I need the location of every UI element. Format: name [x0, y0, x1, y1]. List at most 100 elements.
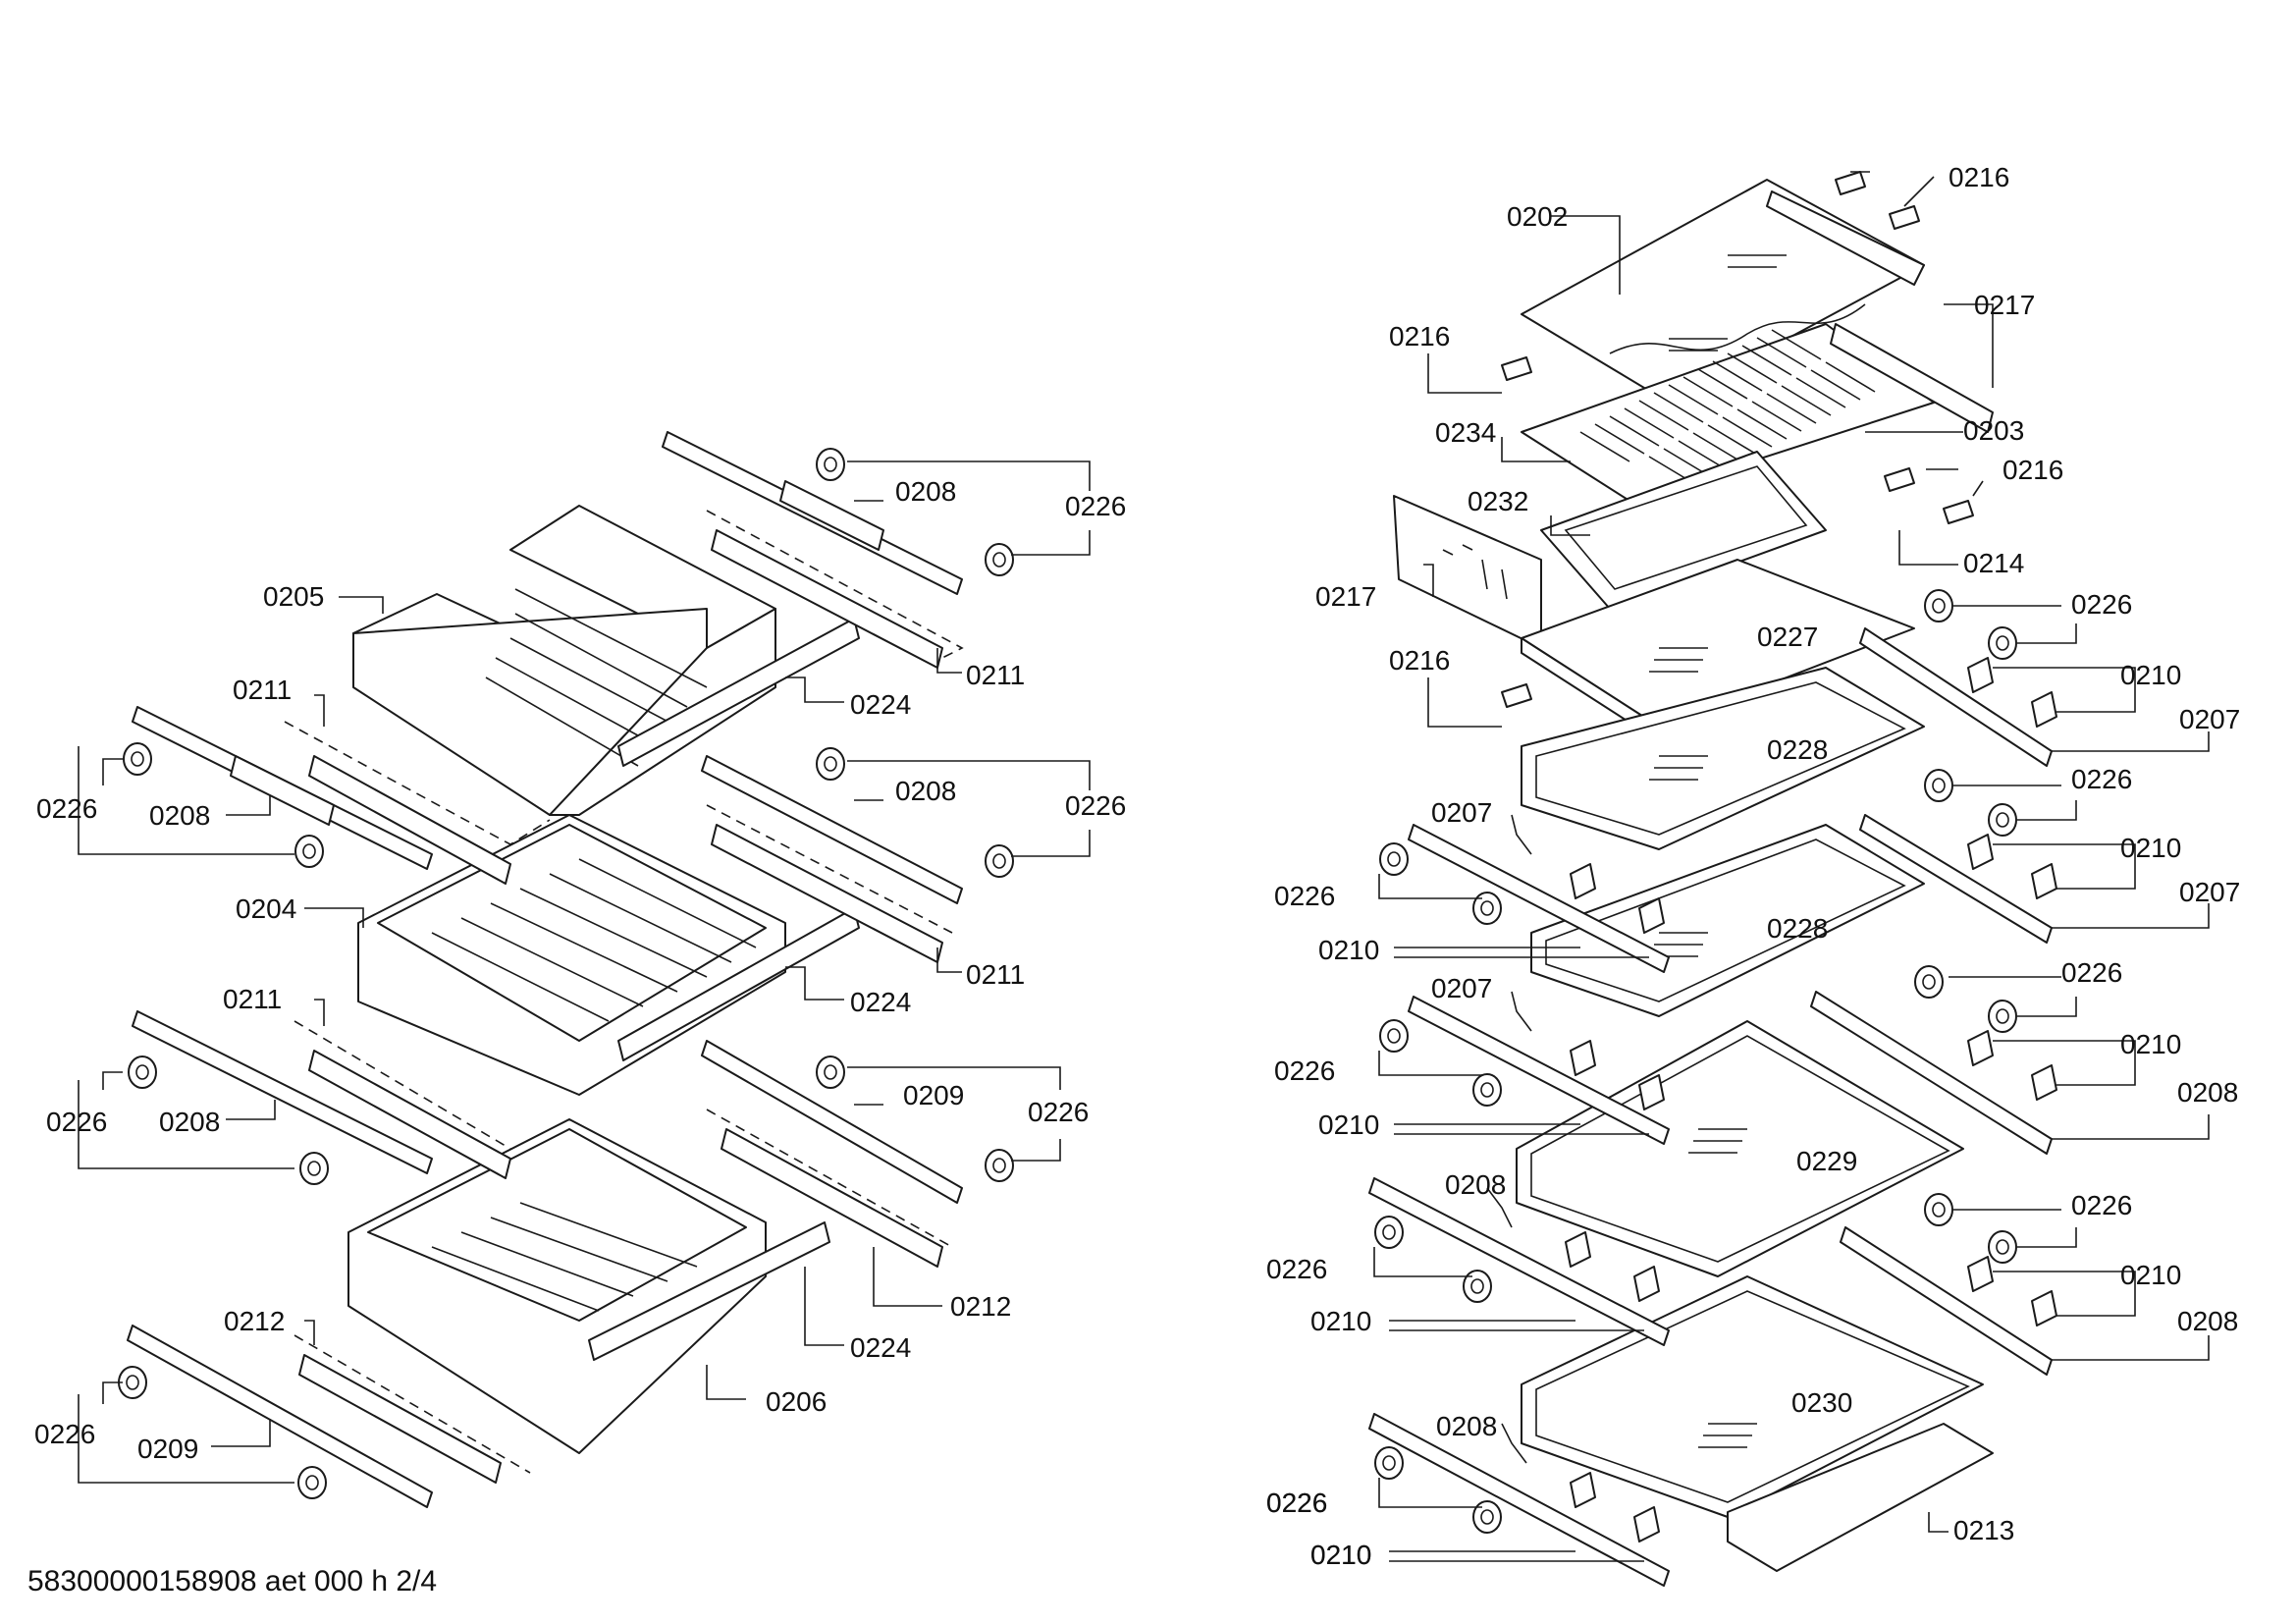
- callout-label: 0203: [1963, 415, 2024, 446]
- rear-bracket-0217: [1830, 323, 1994, 433]
- roller-icon: [128, 1056, 157, 1089]
- drawer-0205: [352, 505, 860, 816]
- callout-label: 0210: [2120, 1260, 2181, 1290]
- callout-label: 0216: [1949, 162, 2009, 192]
- callout-label: 0216: [1389, 321, 1450, 352]
- roller-icon: [1379, 1019, 1409, 1053]
- bracket-icon: [1570, 1040, 1596, 1076]
- bracket-icon: [1967, 834, 1994, 870]
- callout-label: 0211: [233, 675, 292, 705]
- callout-label: 0210: [2120, 660, 2181, 690]
- clip-icon: [1835, 171, 1866, 195]
- right-rails: [1368, 627, 2053, 1587]
- bracket-icon: [1633, 1506, 1660, 1543]
- callout-label: 0211: [966, 660, 1025, 690]
- callout-label: 0208: [2177, 1077, 2238, 1108]
- callout-label: 0213: [1953, 1515, 2014, 1545]
- bracket-icon: [1570, 1472, 1596, 1508]
- roller-icon: [1988, 1000, 2017, 1033]
- callout-label: 0209: [137, 1434, 198, 1464]
- callout-label: 0226: [1274, 881, 1335, 911]
- callout-label: 0208: [1436, 1411, 1497, 1441]
- callout-label: 0232: [1468, 486, 1528, 516]
- callout-label: 0207: [2179, 704, 2240, 734]
- callout-label: 0224: [850, 1332, 911, 1363]
- callout-label: 0209: [903, 1080, 964, 1110]
- roller-icon: [297, 1466, 327, 1499]
- callout-label: 0226: [2061, 957, 2122, 988]
- callout-label: 0217: [1315, 581, 1376, 612]
- right-callouts: 0216 0202 0217 0216 0203 0234 0216 0232 …: [1266, 162, 2240, 1570]
- base-tray-0213: [1727, 1423, 1994, 1572]
- tray-0232: [1540, 451, 1827, 610]
- callout-label: 0210: [2120, 833, 2181, 863]
- bracket-icon: [1570, 863, 1596, 899]
- callout-label: 0208: [895, 476, 956, 507]
- callout-label: 0210: [1310, 1540, 1371, 1570]
- callout-label: 0205: [263, 581, 324, 612]
- right-assembly: 0216 0202 0217 0216 0203 0234 0216 0232 …: [1266, 162, 2240, 1587]
- roller-icon: [1924, 769, 1953, 802]
- callout-label: 0227: [1757, 622, 1818, 652]
- clip-icon: [1501, 683, 1532, 708]
- callout-label: 0226: [2071, 1190, 2132, 1220]
- callout-label: 0210: [1318, 935, 1379, 965]
- callout-label: 0210: [1310, 1306, 1371, 1336]
- roller-icon: [1988, 803, 2017, 837]
- callout-label: 0226: [2071, 589, 2132, 620]
- callout-label: 0207: [1431, 973, 1492, 1003]
- bracket-icon: [1967, 1030, 1994, 1066]
- right-rollers: [1374, 589, 2017, 1534]
- callout-label: 0208: [159, 1107, 220, 1137]
- bracket-icon: [1638, 1074, 1665, 1110]
- callout-label: 0216: [2002, 455, 2063, 485]
- roller-icon: [294, 835, 324, 868]
- callout-label: 0226: [1266, 1488, 1327, 1518]
- callout-label: 0226: [1266, 1254, 1327, 1284]
- callout-label: 0212: [224, 1306, 285, 1336]
- roller-icon: [1472, 892, 1502, 925]
- roller-icon: [1988, 626, 2017, 660]
- callout-label: 0202: [1507, 201, 1568, 232]
- callout-label: 0207: [2179, 877, 2240, 907]
- callout-label: 0208: [2177, 1306, 2238, 1336]
- callout-label: 0224: [850, 689, 911, 720]
- control-board-0217: [1393, 495, 1542, 649]
- callout-label: 0224: [850, 987, 911, 1017]
- hinge-brackets-0210: [1565, 657, 2057, 1543]
- callout-label: 0234: [1435, 417, 1496, 448]
- drawer-0206: [347, 1118, 830, 1454]
- bracket-icon: [1633, 1266, 1660, 1302]
- callout-label: 0210: [1310, 1540, 1371, 1570]
- callout-label: 0204: [236, 893, 296, 924]
- shelf-0227: [1521, 559, 1915, 742]
- grille-slots: [1579, 329, 1876, 487]
- roller-icon: [1924, 1193, 1953, 1226]
- bracket-icon: [2031, 1064, 2057, 1101]
- callout-label: 0230: [1791, 1387, 1852, 1418]
- roller-icon: [816, 448, 845, 481]
- roller-icon: [985, 543, 1014, 576]
- drawer-0229: [1516, 1020, 1964, 1277]
- roller-icon: [985, 1149, 1014, 1182]
- left-callouts: 0208 0226 0205 0211 0224 0211 0226 0208 …: [34, 476, 1126, 1464]
- callout-label: 0216: [1389, 645, 1450, 676]
- roller-icon: [1374, 1446, 1404, 1480]
- clip-icon: [1884, 467, 1915, 492]
- callout-label: 0210: [1318, 1110, 1379, 1140]
- roller-icon: [816, 1056, 845, 1089]
- roller-icon: [1472, 1073, 1502, 1107]
- callout-label: 0226: [1065, 790, 1126, 821]
- clip-icon: [1889, 205, 1920, 230]
- callout-label: 0208: [149, 800, 210, 831]
- bracket-icon: [2031, 863, 2057, 899]
- right-leader-lines: [1373, 171, 2210, 1562]
- left-assembly: 0208 0226 0205 0211 0224 0211 0226 0208 …: [34, 431, 1126, 1508]
- roller-icon: [1924, 589, 1953, 623]
- callout-label: 0206: [766, 1386, 827, 1417]
- clips-0216: [1501, 171, 1974, 708]
- callout-label: 0228: [1767, 913, 1828, 944]
- roller-icon: [985, 844, 1014, 878]
- shelf-0228-upper: [1521, 667, 1925, 850]
